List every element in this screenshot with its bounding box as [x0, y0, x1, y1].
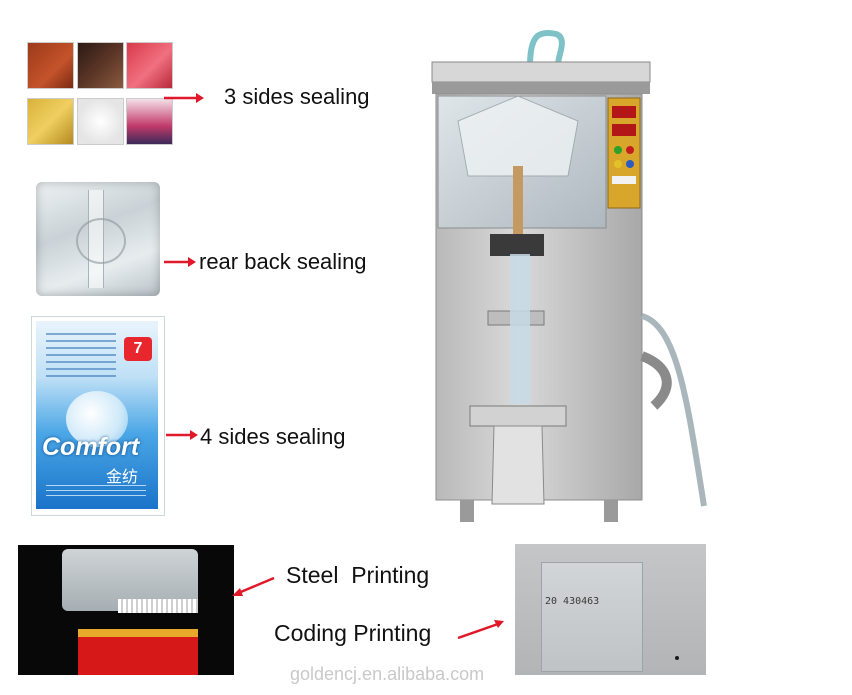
pouch-brand: Comfort [42, 433, 140, 461]
arrow-4-sides [166, 430, 198, 440]
packing-machine [431, 29, 707, 522]
speck [675, 656, 679, 660]
pouch-ring [76, 218, 126, 264]
sample-thumb-6 [126, 98, 173, 145]
label-steel-printing: Steel Printing [286, 562, 430, 588]
sample-thumb-1 [27, 42, 74, 89]
pouch-apple-graphic [66, 391, 128, 447]
pouch-footer-lines [46, 485, 146, 499]
arrow-steel-printing [232, 576, 275, 596]
label-3-sides-sealing: 3 sides sealing [224, 84, 370, 109]
pouch-text-lines [46, 333, 116, 377]
arrow-rear-back [164, 257, 196, 267]
sample-thumb-5 [77, 98, 124, 145]
label-coding-printing: Coding Printing [274, 620, 432, 646]
arrow-coding-printing [457, 620, 504, 640]
label-4-sides-sealing: 4 sides sealing [200, 424, 346, 449]
label-rear-back-sealing: rear back sealing [199, 249, 367, 274]
steel-printing-photo [18, 545, 234, 675]
pouch-chinese-text: 金纺 [106, 467, 139, 486]
pouch-inner: 7 Comfort 金纺 [36, 321, 158, 509]
arrow-3-sides [164, 93, 204, 103]
sample-thumb-3 [126, 42, 173, 89]
pouch-badge: 7 [124, 337, 152, 361]
sample-thumb-4 [27, 98, 74, 145]
coded-pouch [541, 562, 643, 672]
coding-printing-photo: 20 430463 [515, 544, 706, 675]
printed-strip [118, 599, 198, 613]
red-sachet-sample [78, 629, 198, 675]
coding-sample-text: 20 430463 [545, 596, 600, 607]
watermark: goldencj.en.alibaba.com [290, 664, 485, 684]
rear-back-pouch [36, 182, 160, 296]
comfort-pouch: 7 Comfort 金纺 [31, 316, 165, 516]
sample-thumb-2 [77, 42, 124, 89]
